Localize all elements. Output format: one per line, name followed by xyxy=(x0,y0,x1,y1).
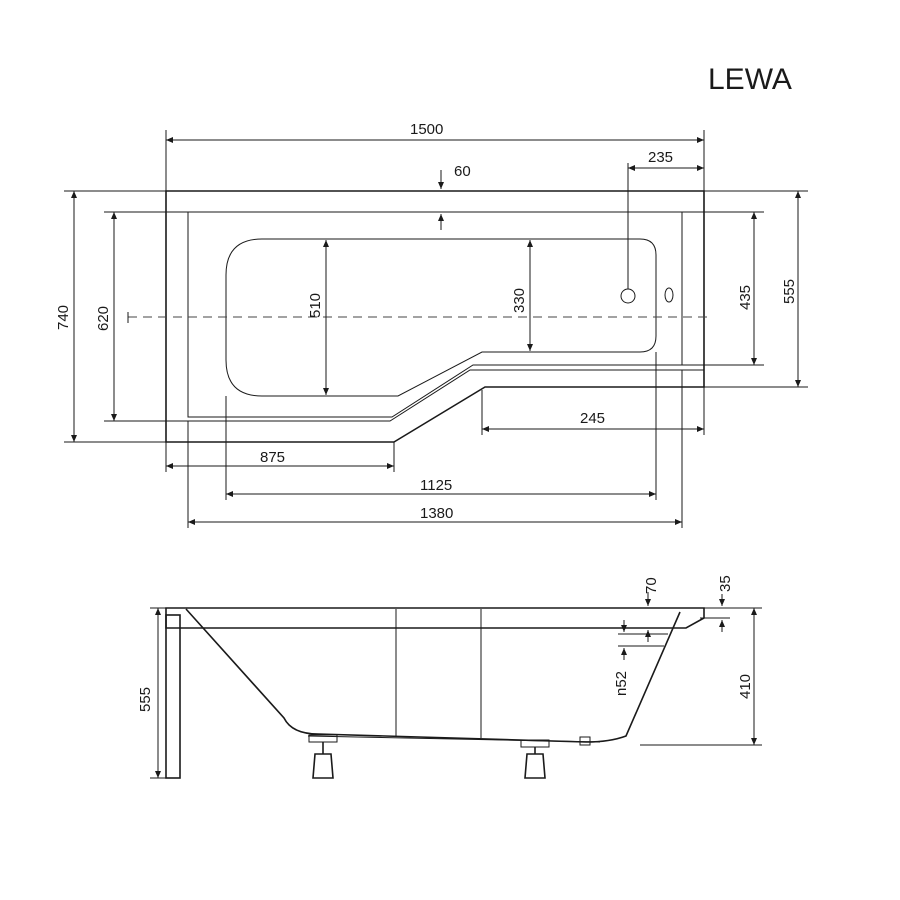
dim-435: 435 xyxy=(737,285,754,310)
variant-title: LEWA xyxy=(708,63,792,96)
top-view: 1500 235 60 740 620 510 330 435 xyxy=(55,121,808,528)
dim-35: 35 xyxy=(717,575,734,592)
dim-70: 70 xyxy=(643,577,660,594)
dim-245: 245 xyxy=(580,410,605,427)
side-view: 555 410 70 35 n52 xyxy=(137,575,762,779)
dim-875: 875 xyxy=(260,449,285,466)
dim-410: 410 xyxy=(737,674,754,699)
basin-outline xyxy=(225,238,657,397)
dim-235: 235 xyxy=(648,149,673,166)
end-panel xyxy=(165,614,181,779)
front-rim-line xyxy=(166,369,704,422)
dim-740: 740 xyxy=(55,305,72,330)
side-rim xyxy=(165,607,705,629)
tub-body xyxy=(185,608,681,743)
dim-510: 510 xyxy=(307,293,324,318)
dim-555-side: 555 xyxy=(137,687,154,712)
dim-1380: 1380 xyxy=(420,505,453,522)
dim-n52: n52 xyxy=(613,671,630,696)
leg-left-icon xyxy=(308,734,338,779)
overflow-icon xyxy=(664,287,674,303)
drain-icon xyxy=(620,288,636,304)
dim-620: 620 xyxy=(95,306,112,331)
tub-bottom xyxy=(307,735,601,743)
dim-1500: 1500 xyxy=(410,121,443,138)
dim-555-right: 555 xyxy=(781,279,798,304)
dim-1125: 1125 xyxy=(420,477,452,494)
dim-60: 60 xyxy=(454,163,471,180)
leg-right-icon xyxy=(520,739,550,779)
dim-330: 330 xyxy=(511,288,528,313)
